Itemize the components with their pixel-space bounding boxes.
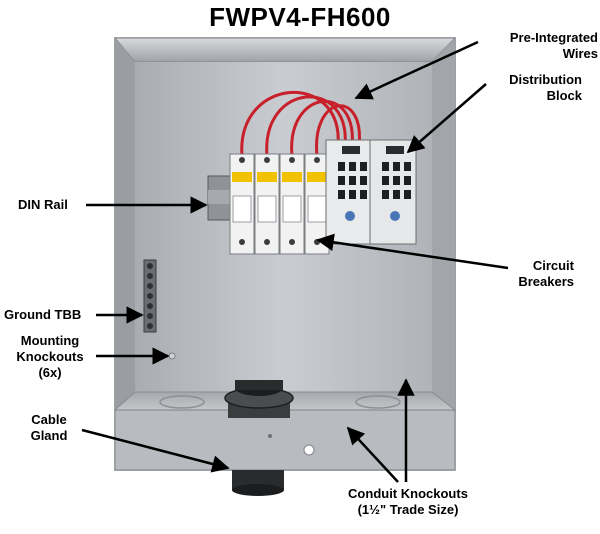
ground-screw bbox=[147, 313, 153, 319]
enclosure-top-lip bbox=[113, 37, 457, 63]
block-hole bbox=[393, 190, 400, 199]
breaker-screw-top bbox=[239, 157, 245, 163]
conduit-knockout-right bbox=[355, 395, 401, 409]
mount-line1: Mounting bbox=[20, 333, 80, 348]
enclosure-bottom-face bbox=[114, 409, 456, 471]
block-hole bbox=[349, 162, 356, 171]
block-hole bbox=[382, 162, 389, 171]
gland-lower-end bbox=[232, 484, 284, 496]
gland-line2: Gland bbox=[30, 428, 68, 443]
block-hole bbox=[404, 176, 411, 185]
arrow-circuit-breakers bbox=[316, 233, 509, 270]
block-sticker bbox=[390, 211, 400, 221]
breaker-screw-top bbox=[289, 157, 295, 163]
breaker-screw-top bbox=[264, 157, 270, 163]
block-line2: Block bbox=[546, 88, 582, 103]
page-title: FWPV4-FH600 bbox=[209, 2, 391, 32]
breaker-label bbox=[307, 172, 327, 182]
conduit-line1: Conduit Knockouts bbox=[348, 486, 468, 501]
block-top-terminal bbox=[386, 146, 404, 154]
arrow-cable-gland bbox=[81, 428, 230, 473]
block-hole bbox=[338, 162, 345, 171]
wires-line1: Pre-Integrated bbox=[509, 30, 598, 45]
block-hole bbox=[393, 162, 400, 171]
label-pre-integrated-wires: Pre-Integrated Wires bbox=[470, 30, 598, 62]
mount-line3: (6x) bbox=[38, 365, 62, 380]
label-din-rail: DIN Rail bbox=[18, 197, 68, 212]
ground-tbb bbox=[143, 259, 157, 333]
conduit-line2: (1½" Trade Size) bbox=[357, 502, 459, 517]
ground-screw bbox=[147, 293, 153, 299]
block-top-terminal bbox=[342, 146, 360, 154]
block-line1: Distribution bbox=[509, 72, 582, 87]
conduit-knockout-left bbox=[159, 395, 205, 409]
arrow-wires bbox=[354, 40, 479, 100]
screw bbox=[268, 434, 272, 438]
pre-integrated-wires bbox=[240, 90, 361, 157]
red-wire bbox=[315, 104, 361, 157]
block-hole bbox=[338, 176, 345, 185]
block-hole bbox=[360, 162, 367, 171]
gland-cap bbox=[235, 380, 283, 390]
mount-line2: Knockouts bbox=[16, 349, 84, 364]
cable-gland bbox=[224, 380, 294, 496]
breakers-line1: Circuit bbox=[532, 258, 574, 273]
breaker-screw-top bbox=[314, 157, 320, 163]
block-hole bbox=[382, 190, 389, 199]
block-hole bbox=[360, 190, 367, 199]
mounting-knockout bbox=[168, 352, 176, 360]
label-distribution-block: Distribution Block bbox=[470, 72, 582, 104]
breaker-fuse-door bbox=[307, 195, 327, 223]
breaker-fuse-door bbox=[232, 195, 252, 223]
wires-line2: Wires bbox=[562, 46, 598, 61]
enclosure-right-wall bbox=[432, 38, 455, 410]
callout-arrows bbox=[81, 40, 509, 483]
breaker-label bbox=[232, 172, 252, 182]
arrow-conduit-left bbox=[346, 426, 399, 483]
block-sticker-left bbox=[345, 211, 355, 221]
ground-screw bbox=[147, 273, 153, 279]
block-hole bbox=[338, 190, 345, 199]
breaker-fuse-door bbox=[282, 195, 302, 223]
block-hole bbox=[393, 176, 400, 185]
label-mounting-knockouts: Mounting Knockouts (6x) bbox=[4, 333, 96, 381]
ground-screw bbox=[147, 323, 153, 329]
label-cable-gland: Cable Gland bbox=[14, 412, 84, 444]
block-hole bbox=[349, 190, 356, 199]
red-wire bbox=[240, 90, 340, 157]
distribution-block bbox=[325, 139, 417, 245]
label-ground-tbb: Ground TBB bbox=[4, 307, 82, 322]
block-hole bbox=[382, 176, 389, 185]
breakers-line2: Breakers bbox=[518, 274, 574, 289]
label-conduit-knockouts: Conduit Knockouts (1½" Trade Size) bbox=[318, 486, 498, 518]
label-circuit-breakers: Circuit Breakers bbox=[480, 258, 574, 290]
breaker-fuse-door bbox=[257, 195, 277, 223]
breaker-screw-bottom bbox=[289, 239, 295, 245]
block-hole bbox=[404, 190, 411, 199]
circuit-breakers bbox=[229, 153, 330, 255]
ground-screw bbox=[147, 283, 153, 289]
red-wire bbox=[265, 95, 347, 157]
arrow-distribution-block bbox=[406, 83, 487, 154]
ground-screw bbox=[147, 303, 153, 309]
breaker-screw-bottom bbox=[239, 239, 245, 245]
front-hole bbox=[303, 444, 315, 456]
breaker-screw-bottom bbox=[264, 239, 270, 245]
block-hole bbox=[349, 176, 356, 185]
ground-screw bbox=[147, 263, 153, 269]
breaker-label bbox=[257, 172, 277, 182]
breaker-label bbox=[282, 172, 302, 182]
red-wire bbox=[290, 99, 354, 157]
enclosure-left-wall bbox=[115, 38, 135, 410]
block-hole bbox=[404, 162, 411, 171]
block-hole bbox=[360, 176, 367, 185]
gland-line1: Cable bbox=[31, 412, 67, 427]
